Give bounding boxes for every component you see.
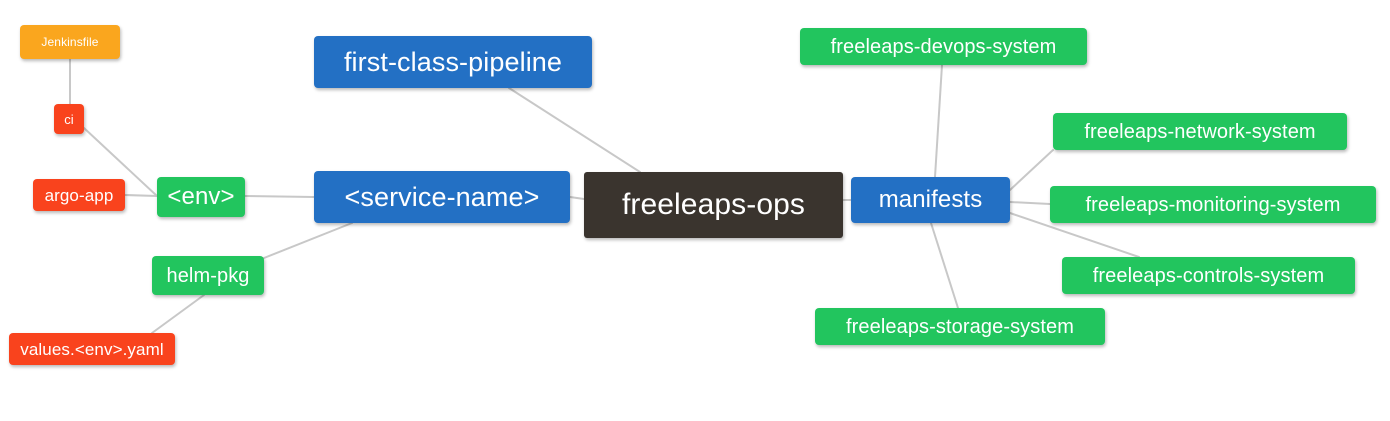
edge-values-yaml-to-helm-pkg bbox=[151, 294, 205, 334]
node-network-system[interactable]: freeleaps-network-system bbox=[1053, 113, 1347, 150]
node-argo-app[interactable]: argo-app bbox=[33, 179, 125, 211]
node-freeleaps-ops[interactable]: freeleaps-ops bbox=[584, 172, 843, 238]
node-values-yaml[interactable]: values.<env>.yaml bbox=[9, 333, 175, 365]
node-manifests[interactable]: manifests bbox=[851, 177, 1010, 223]
edge-manifests-to-devops-system bbox=[934, 64, 943, 178]
edge-service-name-to-freeleaps-ops bbox=[569, 196, 585, 200]
edge-manifests-to-network-system bbox=[1009, 149, 1054, 191]
node-storage-system[interactable]: freeleaps-storage-system bbox=[815, 308, 1105, 345]
node-first-class-pipeline[interactable]: first-class-pipeline bbox=[314, 36, 592, 88]
edge-argo-app-to-env bbox=[124, 194, 158, 197]
node-env[interactable]: <env> bbox=[157, 177, 245, 217]
node-devops-system[interactable]: freeleaps-devops-system bbox=[800, 28, 1087, 65]
edge-manifests-to-storage-system bbox=[930, 222, 959, 309]
node-service-name[interactable]: <service-name> bbox=[314, 171, 570, 223]
node-jenkinsfile[interactable]: Jenkinsfile bbox=[20, 25, 120, 59]
edge-first-class-pipeline-to-freeleaps-ops bbox=[508, 87, 641, 173]
node-controls-system[interactable]: freeleaps-controls-system bbox=[1062, 257, 1355, 294]
edge-env-to-service-name bbox=[244, 195, 315, 198]
node-helm-pkg[interactable]: helm-pkg bbox=[152, 256, 264, 295]
node-monitoring-system[interactable]: freeleaps-monitoring-system bbox=[1050, 186, 1376, 223]
node-ci[interactable]: ci bbox=[54, 104, 84, 134]
edge-manifests-to-monitoring-system bbox=[1009, 201, 1051, 205]
edge-helm-pkg-to-service-name bbox=[263, 222, 353, 259]
